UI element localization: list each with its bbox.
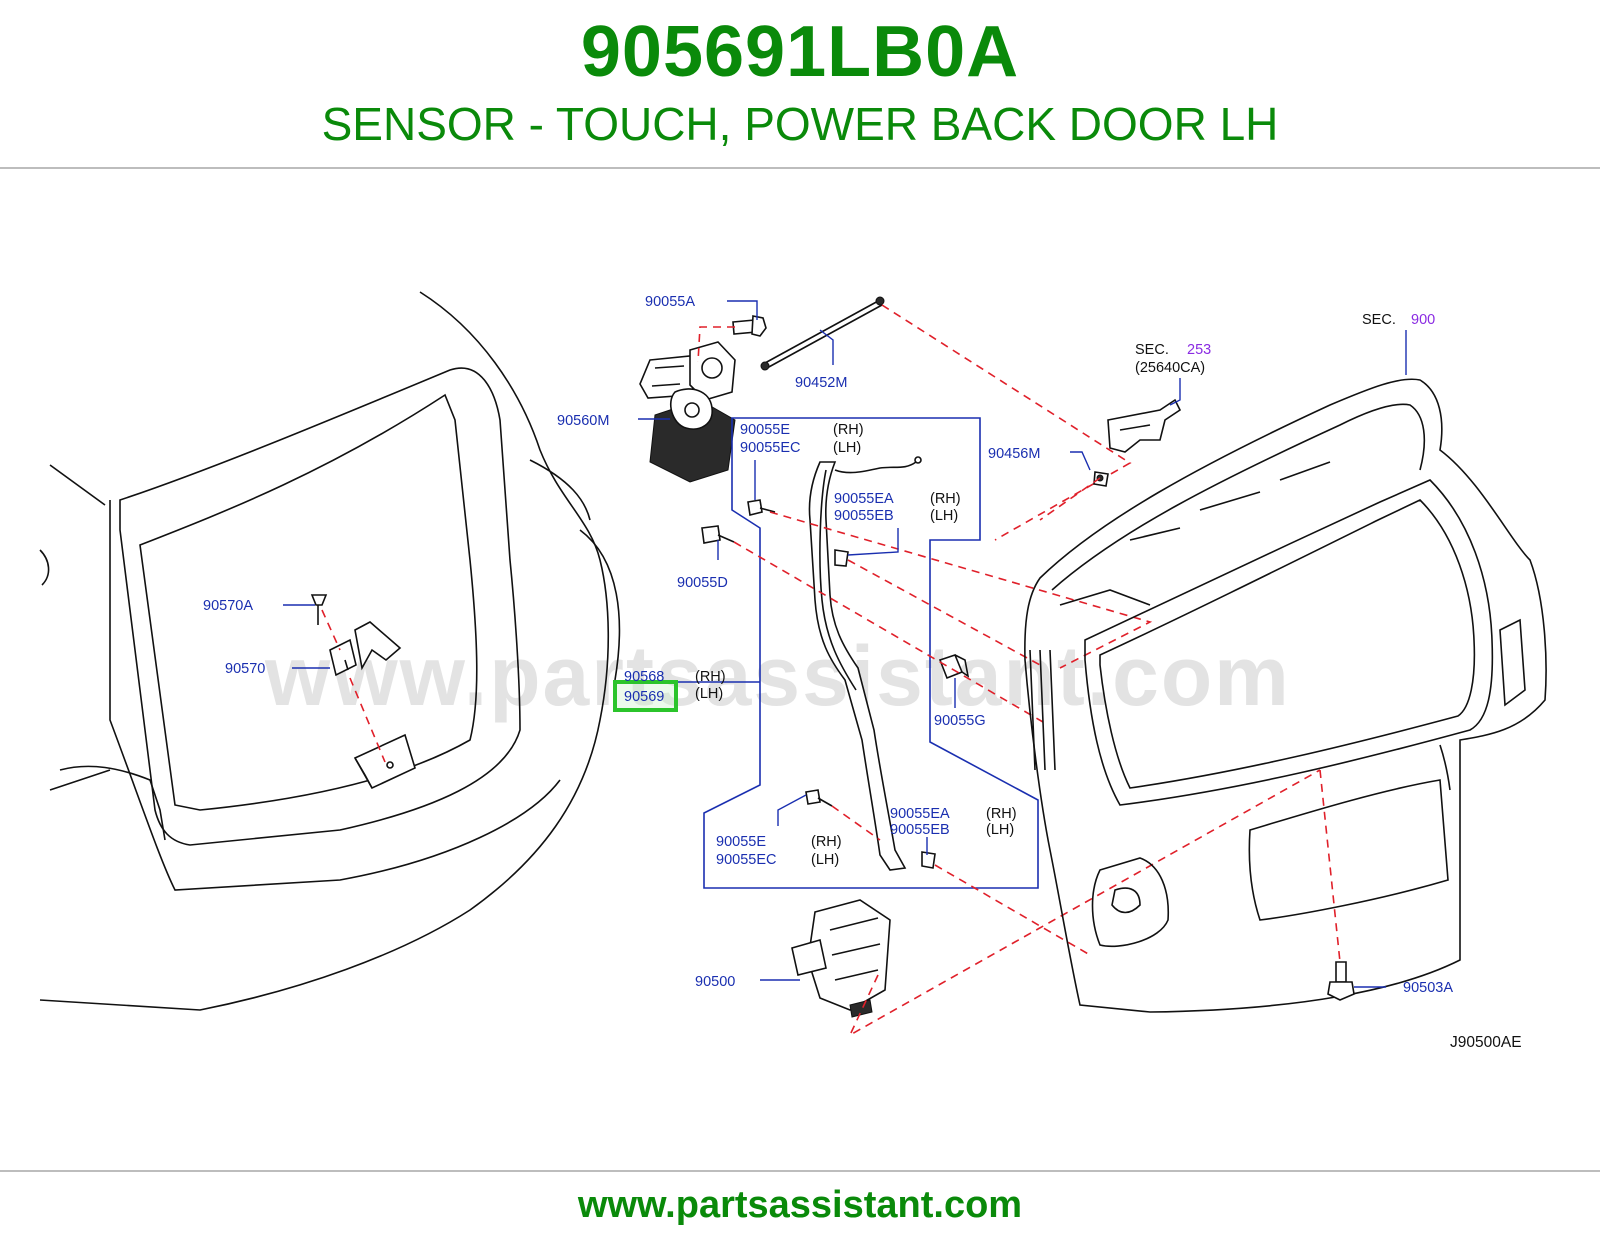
sensor-strip-drawing — [808, 456, 922, 871]
part-label-90568[interactable]: 90568 — [624, 669, 664, 685]
clip-90055EA-bot-drawing — [921, 851, 936, 869]
rod-90452M-drawing — [760, 296, 885, 371]
side-label-lh-top2: (LH) — [930, 508, 958, 524]
screw-90055D-drawing — [701, 525, 735, 544]
part-label-90055EA-top[interactable]: 90055EA — [834, 491, 894, 507]
side-label-lh-mid: (LH) — [695, 686, 723, 702]
part-label-90055D[interactable]: 90055D — [677, 575, 728, 591]
part-label-90055A[interactable]: 90055A — [645, 294, 695, 310]
footer-divider — [0, 1170, 1600, 1172]
side-label-rh-bot2: (RH) — [986, 806, 1017, 822]
side-label-rh-bot: (RH) — [811, 834, 842, 850]
part-label-90570A[interactable]: 90570A — [203, 598, 253, 614]
latch-90500-drawing — [791, 899, 891, 1018]
clip-90055EA-top-drawing — [834, 549, 849, 567]
bolt-90055A-drawing — [732, 315, 767, 337]
screw-90055E-bot-drawing — [805, 789, 833, 807]
header-divider — [0, 167, 1600, 169]
sec-sub-25640CA: (25640CA) — [1135, 360, 1205, 376]
part-label-90503A[interactable]: 90503A — [1403, 980, 1453, 996]
sec-number-253[interactable]: 253 — [1187, 342, 1211, 358]
sec-label-253: SEC. — [1135, 342, 1169, 358]
part-label-90456M[interactable]: 90456M — [988, 446, 1040, 462]
part-label-90569[interactable]: 90569 — [624, 689, 664, 705]
part-label-90560M[interactable]: 90560M — [557, 413, 609, 429]
part-label-90055EC-top[interactable]: 90055EC — [740, 440, 800, 456]
side-label-rh-top: (RH) — [833, 422, 864, 438]
part-label-90055EC-bot[interactable]: 90055EC — [716, 852, 776, 868]
part-label-90055G[interactable]: 90055G — [934, 713, 986, 729]
watermark-text: www.partsassistant.com — [264, 629, 1291, 723]
bolt-90503A-drawing — [1327, 961, 1355, 1001]
highlight-box-90569 — [613, 680, 678, 712]
part-label-90055EB-bot[interactable]: 90055EB — [890, 822, 950, 838]
back-door-panel-drawing — [1024, 378, 1547, 1013]
side-label-lh-bot: (LH) — [811, 852, 839, 868]
bolt-90456M-drawing — [1093, 471, 1109, 487]
part-label-90055EB-top[interactable]: 90055EB — [834, 508, 894, 524]
page-header: 905691LB0A SENSOR - TOUCH, POWER BACK DO… — [0, 0, 1600, 168]
motor-90560M-drawing — [639, 341, 736, 483]
sec-number-900[interactable]: 900 — [1411, 312, 1435, 328]
side-label-lh-top: (LH) — [833, 440, 861, 456]
part-description: SENSOR - TOUCH, POWER BACK DOOR LH — [321, 98, 1279, 150]
part-label-90500[interactable]: 90500 — [695, 974, 735, 990]
exploded-diagram-svg: www.partsassistant.com — [39, 291, 1547, 1051]
side-label-rh-mid: (RH) — [695, 669, 726, 685]
drawing-code: J90500AE — [1450, 1034, 1522, 1051]
vehicle-body-drawing — [39, 291, 621, 1011]
assembly-group-outline — [703, 417, 1039, 889]
sec-label-900: SEC. — [1362, 312, 1396, 328]
part-label-90055E-top[interactable]: 90055E — [740, 422, 790, 438]
side-label-rh-top2: (RH) — [930, 491, 961, 507]
part-number-title: 905691LB0A — [580, 12, 1020, 92]
footer-url-link[interactable]: www.partsassistant.com — [577, 1184, 1023, 1226]
screw-90055E-top-drawing — [747, 499, 776, 516]
part-label-90452M[interactable]: 90452M — [795, 375, 847, 391]
parts-diagram: www.partsassistant.com — [0, 170, 1600, 1175]
part-label-90570[interactable]: 90570 — [225, 661, 265, 677]
side-label-lh-bot2: (LH) — [986, 822, 1014, 838]
part-label-90055E-bot[interactable]: 90055E — [716, 834, 766, 850]
bracket-90570-drawing — [310, 594, 416, 790]
part-label-90055EA-bot[interactable]: 90055EA — [890, 806, 950, 822]
bracket-sec253-drawing — [1107, 398, 1182, 453]
